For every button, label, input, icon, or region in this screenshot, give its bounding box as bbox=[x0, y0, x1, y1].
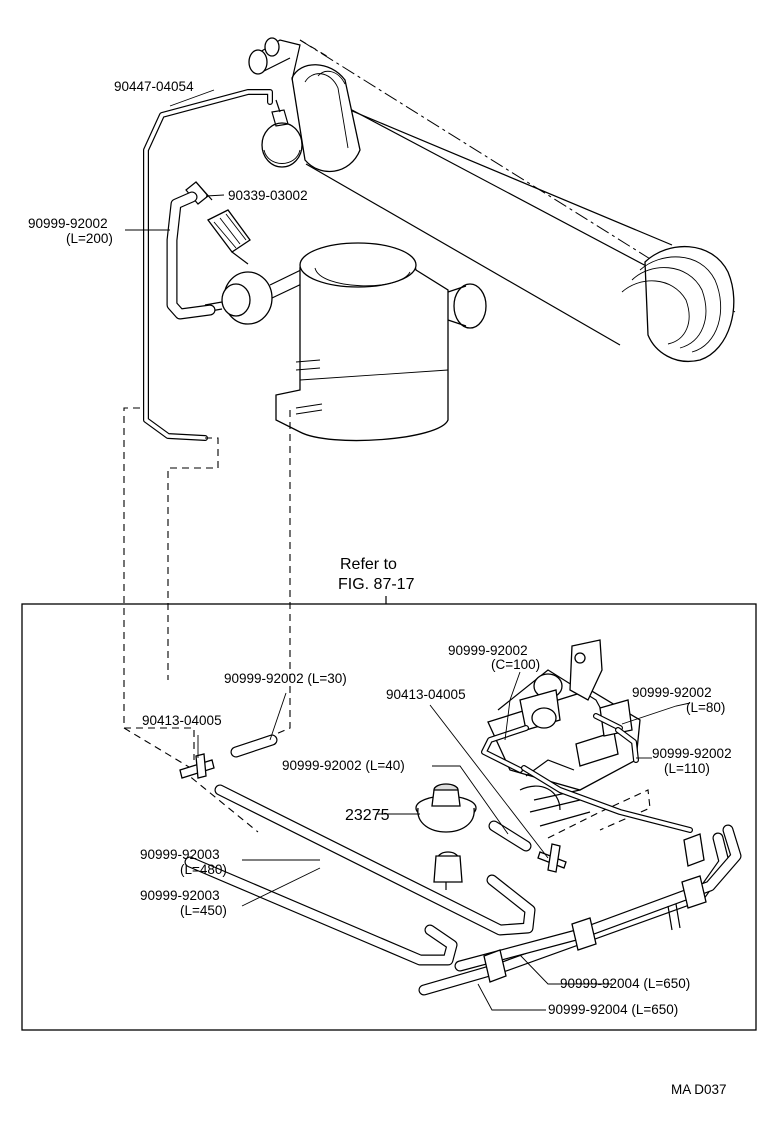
vacuum-sensor bbox=[261, 99, 303, 168]
hose-90999-l200 bbox=[166, 191, 216, 320]
hose-90447 bbox=[143, 89, 273, 441]
label-90999-92002-l200: 90999-92002 bbox=[28, 216, 108, 231]
t-joint-right bbox=[537, 843, 567, 873]
reference-box bbox=[21, 603, 757, 1031]
air-chamber bbox=[275, 242, 487, 442]
vsv-valve bbox=[207, 209, 251, 265]
label-90999-92004-lower: 90999-92004 (L=650) bbox=[548, 1002, 678, 1017]
hose-l110 bbox=[615, 727, 639, 763]
hose-92003-l480 bbox=[184, 856, 458, 966]
label-90999-92002-c100: 90999-92002 bbox=[448, 643, 528, 658]
hose-l80 bbox=[593, 713, 623, 731]
label-90999-92003-l480: 90999-92003 bbox=[140, 847, 220, 862]
figure-code: MA D037 bbox=[671, 1082, 727, 1097]
t-joint-left bbox=[179, 753, 215, 779]
label-90999-92002-l30: 90999-92002 (L=30) bbox=[224, 671, 347, 686]
vacuum-actuator bbox=[204, 267, 311, 325]
label-l480: (L=480) bbox=[180, 862, 227, 877]
vsv-assembly bbox=[487, 639, 651, 839]
hose-l30 bbox=[230, 734, 278, 758]
hose-c100 bbox=[481, 725, 529, 773]
vacuum-valve-23275 bbox=[415, 783, 477, 890]
label-90447-04054: 90447-04054 bbox=[114, 79, 194, 94]
label-90413-04005-left: 90413-04005 bbox=[142, 713, 222, 728]
label-90339-03002: 90339-03002 bbox=[228, 188, 308, 203]
hose-92003-l450 bbox=[214, 784, 536, 936]
label-90999-92002-l80: 90999-92002 bbox=[632, 685, 712, 700]
label-l80: (L=80) bbox=[686, 700, 725, 715]
hose-92004-upper bbox=[454, 824, 742, 972]
leader-lines bbox=[125, 89, 691, 1011]
label-refer-to: Refer to bbox=[340, 556, 397, 573]
label-l110: (L=110) bbox=[664, 761, 710, 776]
label-90999-92002-l40: 90999-92002 (L=40) bbox=[282, 758, 405, 773]
label-23275: 23275 bbox=[345, 807, 390, 824]
hose-l40 bbox=[488, 820, 532, 852]
label-90999-92003-l450: 90999-92003 bbox=[140, 888, 220, 903]
label-90999-92004-upper: 90999-92004 (L=650) bbox=[560, 976, 690, 991]
label-l450: (L=450) bbox=[180, 903, 227, 918]
label-fig-87-17: FIG. 87-17 bbox=[338, 576, 415, 593]
hose-clips bbox=[483, 833, 707, 983]
label-90413-04005-right: 90413-04005 bbox=[386, 687, 466, 702]
hose-vsv-to-clip bbox=[521, 765, 693, 833]
label-90999-92002-l110: 90999-92002 bbox=[652, 746, 732, 761]
label-c100: (C=100) bbox=[491, 657, 540, 672]
label-l200: (L=200) bbox=[66, 231, 113, 246]
intake-manifold bbox=[248, 37, 736, 362]
